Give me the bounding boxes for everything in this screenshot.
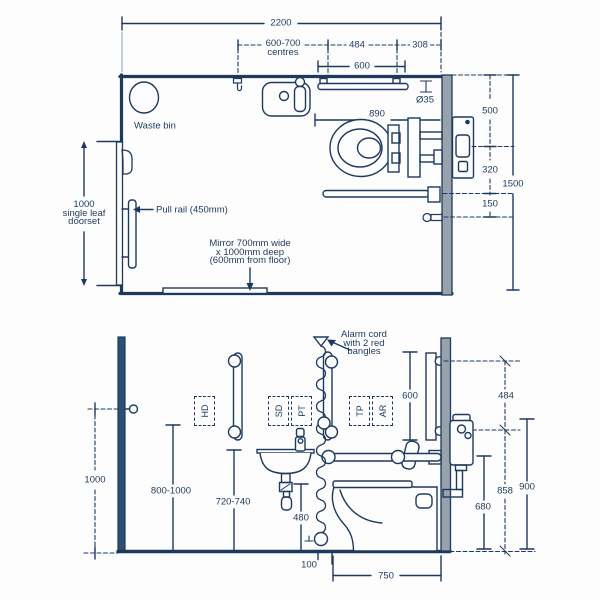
mirror-label: Mirror 700mm wide x 1000mm deep (600mm f… (209, 238, 291, 266)
plan-right-dim-chain (442, 74, 519, 218)
dim-750-label: 750 (376, 570, 396, 582)
paper-towel-box (291, 396, 312, 426)
plan-duct-wall (441, 74, 453, 296)
dim-1500-label: 1500 (500, 178, 526, 190)
soap-dispenser-box (268, 396, 289, 426)
hand-dryer-label: HD (199, 404, 210, 417)
alarm-cord-label: Alarm cord with 2 red bangles (341, 329, 387, 357)
alarm-cord (304, 336, 331, 547)
elevation-view (83, 336, 536, 582)
door-knob-icon (128, 404, 139, 414)
toilet-elevation (331, 440, 438, 552)
drop-down-rail-elevation (321, 449, 442, 465)
arrow-head (133, 206, 140, 213)
dim-1000-elev (87, 402, 119, 560)
waste-bin-plan (128, 81, 160, 114)
grab-rail-plan (317, 77, 409, 91)
door-leaf-plan (115, 141, 124, 286)
dim-dia35-label: Ø35 (416, 94, 434, 106)
coat-hook-plan (232, 77, 243, 92)
cistern-elevation (442, 413, 474, 498)
red-bangle-lower (313, 531, 329, 547)
cistern-plan (407, 117, 421, 178)
drop-down-rail-plan (322, 186, 441, 203)
dim-800-1000-label: 800-1000 (148, 485, 194, 497)
doorset-label: 1000 single leaf doorset (62, 199, 106, 227)
paper-towel-label: PT (296, 404, 307, 417)
door-elevation (117, 336, 126, 553)
dim-484-label: 484 (347, 39, 367, 51)
toilet-paper-label: TP (354, 404, 365, 417)
basin-plan (261, 76, 311, 117)
alarm-reset-label: AR (377, 404, 388, 417)
plan-view (81, 16, 520, 296)
dim-680-label: 680 (473, 501, 493, 513)
alarm-arrow (331, 341, 351, 351)
pull-rail-label: Pull rail (450mm) (156, 204, 228, 216)
vertical-grab-rail-left (227, 352, 243, 441)
dim-2200-label: 2200 (268, 17, 294, 29)
toilet-paper-box (349, 396, 370, 426)
dim-600-label: 600 (352, 60, 372, 72)
dim-484-elev (443, 360, 521, 431)
basin-elevation (256, 427, 315, 511)
dim-centres-label: 600-700 centres (265, 38, 301, 58)
dim-484-elev-label: 484 (496, 390, 516, 402)
duct-wall-elevation (440, 337, 452, 552)
dim-900-label: 900 (517, 481, 537, 493)
concealed-cistern-plan (451, 116, 475, 179)
mirror-plan (162, 287, 268, 295)
dim-720-740-label: 720-740 (213, 496, 253, 508)
pull-rail-plan (127, 199, 137, 269)
soap-dispenser-label: SD (273, 404, 284, 417)
dim-100-label: 100 (299, 559, 319, 571)
hand-dryer-box (194, 396, 215, 426)
dim-858-label: 858 (495, 485, 515, 497)
toilet-plan (329, 117, 443, 178)
dim-320-label: 320 (480, 164, 500, 176)
dim-600-elev-label: 600 (400, 390, 420, 402)
red-bangle-upper (317, 416, 331, 430)
dim-150-label: 150 (480, 198, 500, 210)
waste-bin-label: Waste bin (134, 120, 176, 132)
dim-308-label: 308 (410, 39, 430, 51)
dim-1000-elev-label: 1000 (82, 474, 108, 486)
dim-890-label: 890 (367, 108, 387, 120)
toilet-roll-holder-plan (422, 212, 443, 223)
dim-480-label: 480 (291, 512, 311, 524)
rail-diameter-indicator (419, 80, 433, 93)
dim-row-dashed (237, 44, 441, 78)
door-closer-icon (121, 149, 133, 175)
dim-500-label: 500 (480, 105, 500, 117)
alarm-reset-box (372, 396, 393, 426)
toilet-seat (332, 480, 413, 489)
